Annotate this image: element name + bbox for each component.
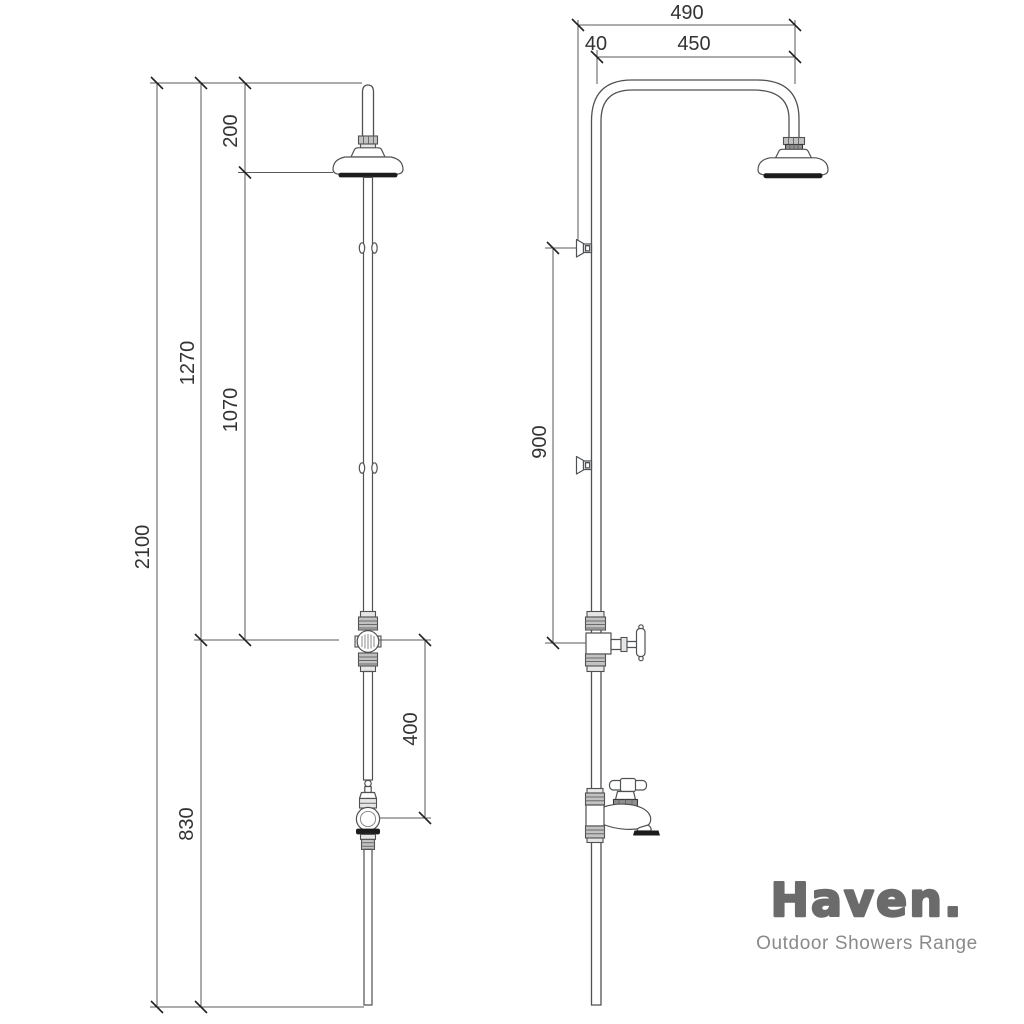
side-tap [584,777,660,844]
dim-490-label: 490 [670,2,703,24]
dim-40-label: 40 [585,33,607,55]
front-tap [355,779,381,850]
side-view [575,79,829,1006]
front-bracket-lugs [358,242,378,474]
shower-head-side [757,148,829,179]
dim-400-label: 400 [400,712,422,745]
front-lower-pipe [363,848,373,1006]
dim-900-label: 900 [529,425,551,458]
wall-bracket-upper [575,238,593,258]
side-valve [584,610,646,673]
brand-wordmark: Haven. [771,873,964,927]
dim-1270-label: 1270 [177,341,199,386]
side-gooseneck-outer [590,79,800,1006]
dimension-ticks-side [546,18,802,650]
front-riser-pipe [362,176,374,613]
wall-bracket-lower [575,455,593,475]
dim-2100-label: 2100 [132,525,154,570]
dim-200-label: 200 [220,114,242,147]
dim-1070-label: 1070 [220,388,242,433]
shower-head-front [332,147,404,178]
side-dimensions: 490 40 450 900 [529,2,802,650]
brand-tagline: Outdoor Showers Range [756,933,978,954]
side-gooseneck-inner [600,89,790,1006]
dim-830-label: 830 [176,807,198,840]
dimension-ticks-front [150,76,432,1014]
front-top-pipe [361,84,375,137]
front-valve [354,610,382,673]
front-view [332,84,404,1006]
front-dimensions: 2100 1270 830 200 1070 400 [132,76,432,1014]
dim-450-label: 450 [677,33,710,55]
logo: Haven. Outdoor Showers Range [756,872,978,954]
front-mid-pipe [362,670,374,781]
